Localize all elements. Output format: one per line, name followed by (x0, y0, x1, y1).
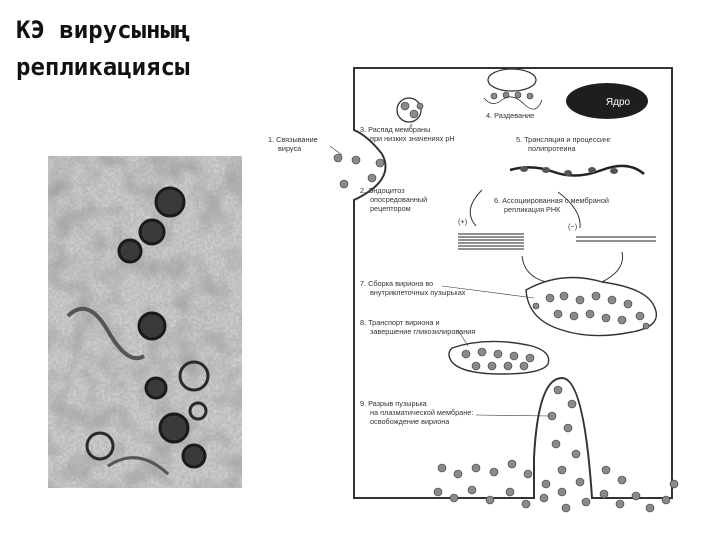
step-5-label-2: полипротеина (528, 144, 577, 153)
step-2-label-3: рецептором (370, 204, 411, 213)
step-3-label-2: при низких значениях pH (370, 134, 455, 143)
step-3-label: 3. Распад мембраны (360, 125, 430, 134)
title-line-2: репликациясы (16, 53, 190, 81)
rna-strands (458, 233, 656, 250)
nucleus: Ядро (566, 83, 648, 119)
step-labels: 4. Раздевание 1. Связывание вируса 3. Ра… (268, 111, 611, 426)
title-line-1: КЭ вирусының (16, 16, 190, 44)
electron-micrograph (48, 156, 242, 488)
step-8-label-2: завершение гликозилирования (370, 327, 475, 336)
transport-vesicle (448, 340, 550, 375)
step-5-label: 5. Трансляция и процессинг (516, 135, 611, 144)
cell-membrane (353, 67, 673, 499)
step-1-label-2: вируса (278, 144, 302, 153)
released-virions (433, 385, 679, 513)
step-8-label: 8. Транспорт вириона и (360, 318, 440, 327)
step-1-label: 1. Связывание (268, 135, 318, 144)
step-7-label: 7. Сборка вириона во (360, 279, 433, 288)
step-6-label: 6. Ассоциированная с мембраной (494, 196, 609, 205)
polyprotein (509, 164, 645, 177)
replication-diagram: Ядро (268, 67, 679, 513)
cycle-arrows (469, 189, 624, 283)
step-9-label: 9. Разрыв пузырька (360, 399, 428, 408)
nucleus-label: Ядро (606, 97, 631, 108)
assembly-vesicle (525, 276, 658, 337)
endosome (396, 97, 424, 123)
step-2-label-2: опосредованный (370, 195, 427, 204)
step-6-label-2: репликация РНК (504, 205, 561, 214)
minus-strand-label: (−) (568, 222, 577, 231)
step-9-label-3: освобождение вириона (370, 417, 450, 426)
step-7-label-2: внутриклеточных пузырьках (370, 288, 466, 297)
step-9-label-2: на плазматической мембране: (370, 408, 473, 417)
step-4-label: 4. Раздевание (486, 111, 534, 120)
binding-virions (333, 153, 385, 189)
step-2-label: 2. Эндоцитоз (360, 186, 405, 195)
slide-title: КЭ вирусының репликациясы (16, 12, 316, 86)
plus-strand-label: (+) (458, 217, 467, 226)
uncoating-virion (483, 68, 543, 110)
leader-lines (329, 123, 551, 417)
